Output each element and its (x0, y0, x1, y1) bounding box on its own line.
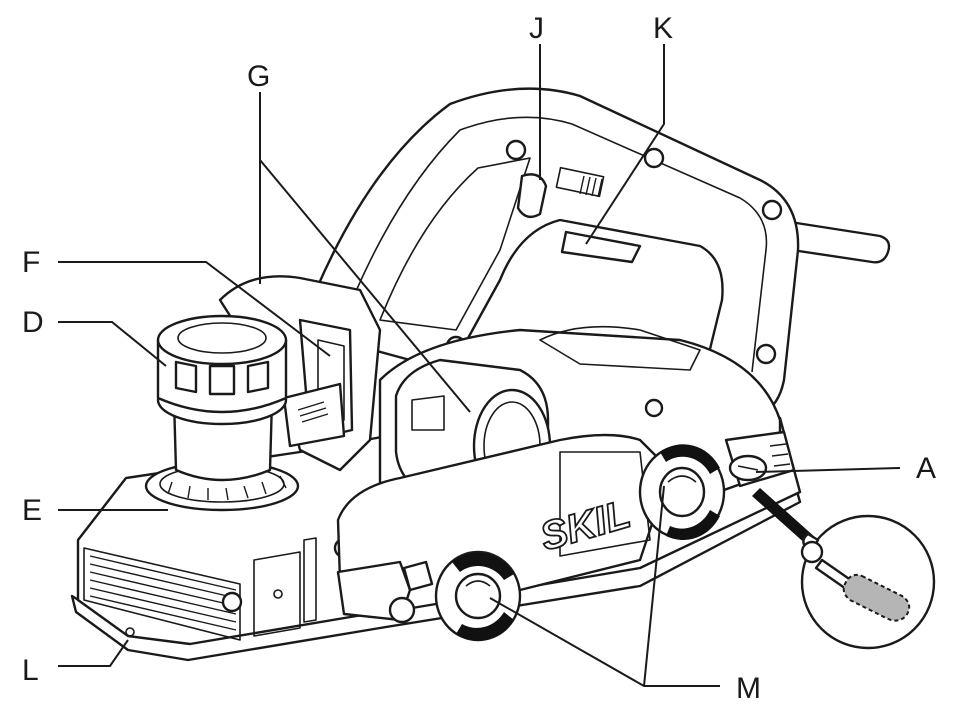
callout-label-m: M (736, 672, 761, 705)
callout-label-l: L (22, 654, 39, 687)
trigger-switch[interactable] (560, 230, 642, 264)
carbon-brush-icon (842, 573, 911, 622)
detail-inset (752, 488, 936, 650)
pulley-front[interactable] (434, 550, 522, 642)
rear-vent (769, 443, 791, 467)
dust-outlet-grip (297, 401, 329, 423)
leader-lines (58, 44, 901, 687)
callout-label-d: D (22, 306, 44, 339)
power-cord (788, 220, 891, 264)
callout-label-a: A (916, 452, 936, 485)
lock-button-grip (579, 175, 603, 198)
callout-label-g: G (247, 60, 270, 93)
brush-cap[interactable] (724, 430, 796, 488)
front-clamp (336, 560, 434, 624)
callout-label-k: K (653, 12, 673, 45)
depth-adjustment-knob[interactable] (144, 314, 300, 512)
lock-on-button[interactable] (516, 173, 548, 219)
callout-label-j: J (529, 12, 544, 45)
callout-label-f: F (22, 246, 40, 279)
pulley-rear[interactable] (638, 444, 726, 540)
callout-labels: J K G F D E L A M (22, 12, 936, 705)
handle (298, 87, 800, 418)
vent-grille (83, 547, 241, 641)
callout-label-e: E (22, 494, 42, 527)
depth-scale (167, 475, 287, 501)
